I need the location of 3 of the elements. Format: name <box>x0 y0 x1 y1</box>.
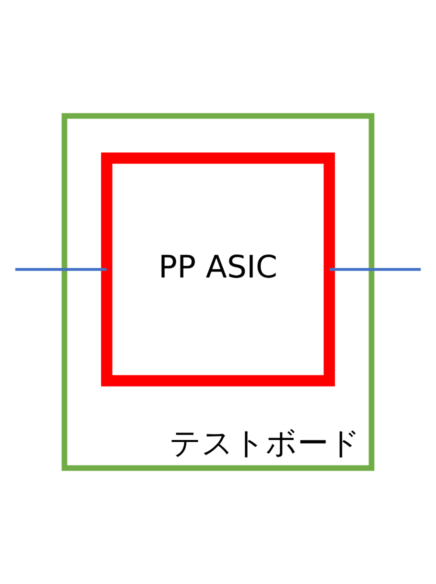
node-box: PP ASIC <box>101 152 335 386</box>
connector <box>15 268 107 271</box>
connector <box>330 268 421 271</box>
